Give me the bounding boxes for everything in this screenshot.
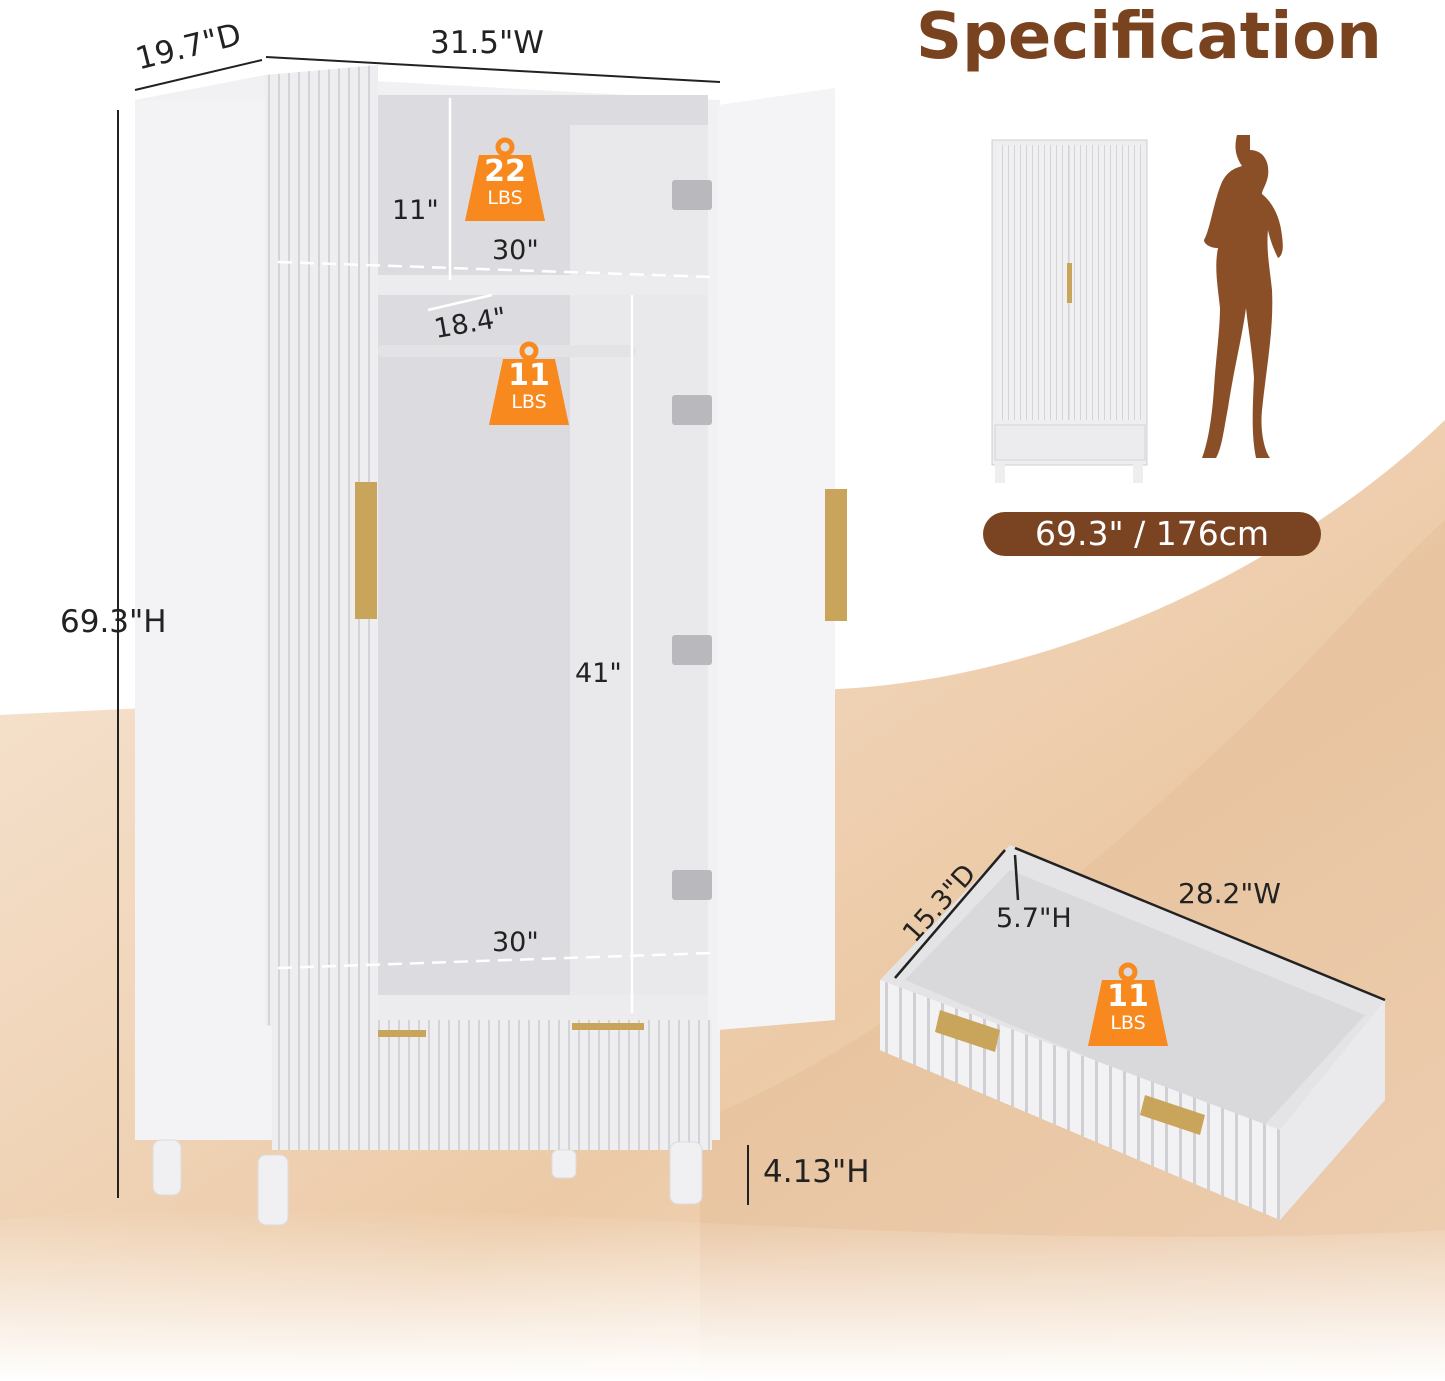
weight-icon bbox=[465, 137, 545, 221]
height-comparison-label: 69.3" / 176cm bbox=[983, 512, 1321, 556]
weight-icon bbox=[1088, 962, 1168, 1046]
shelf bbox=[378, 275, 708, 295]
width-label: 31.5"W bbox=[430, 25, 544, 61]
drawer-dimension-lines bbox=[894, 846, 1386, 1002]
right-door bbox=[718, 88, 835, 1030]
hanging-rod bbox=[378, 345, 636, 357]
drawer-width-label: 28.2"W bbox=[1178, 877, 1281, 910]
weight-icon bbox=[489, 341, 569, 425]
top-shelf-width-label: 30" bbox=[492, 235, 539, 266]
drawer-weight-badge: 11 LBS bbox=[1088, 962, 1168, 1048]
right-door-handle bbox=[825, 489, 847, 621]
wardrobe-illustration bbox=[117, 56, 847, 1226]
bottom-width-label: 30" bbox=[492, 927, 539, 958]
legs bbox=[152, 1139, 703, 1226]
drawer-front bbox=[272, 1020, 712, 1150]
drawer-height-label: 5.7"H bbox=[996, 903, 1072, 934]
hanging-rod-weight-badge: 11 LBS bbox=[489, 341, 569, 427]
hanging-height-label: 41" bbox=[575, 658, 622, 689]
cabinet-side bbox=[135, 100, 275, 1140]
top-shelf-height-label: 11" bbox=[392, 195, 439, 226]
page-title: Specification bbox=[916, 0, 1382, 74]
leg-height-label: 4.13"H bbox=[763, 1154, 870, 1190]
hinges bbox=[672, 180, 712, 900]
height-label: 69.3"H bbox=[60, 604, 167, 640]
height-comparison-graphic bbox=[991, 135, 1283, 483]
left-door-handle bbox=[355, 482, 377, 619]
top-shelf-weight-badge: 22 LBS bbox=[465, 137, 545, 223]
person-silhouette bbox=[1202, 135, 1283, 458]
dimension-lines bbox=[117, 56, 749, 1205]
left-door bbox=[265, 65, 378, 1040]
